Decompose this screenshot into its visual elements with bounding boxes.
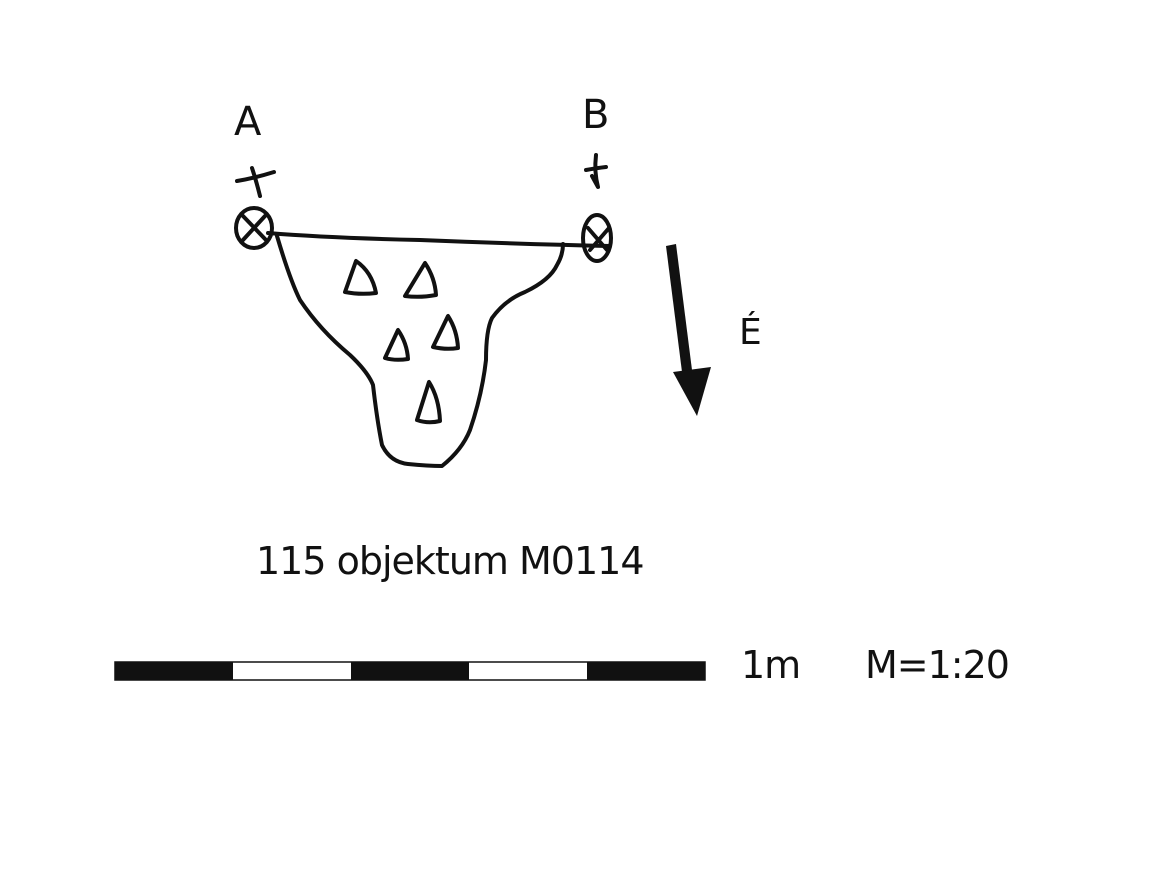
find-triangle-icon (403, 261, 438, 299)
point-circle-b (581, 213, 613, 263)
find-triangle-icon (415, 380, 442, 425)
point-circle-a (234, 206, 274, 250)
finds-markers (343, 259, 460, 425)
cross-marker-b-icon (584, 153, 608, 189)
scale-segment-dark (115, 662, 233, 680)
survey-point-b (581, 153, 613, 263)
drawing-title: 115 objektum M0114 (256, 539, 644, 583)
find-triangle-icon (383, 328, 410, 362)
find-triangle-icon (343, 259, 378, 296)
point-b-label: B (582, 92, 610, 138)
cross-marker-a-icon (235, 166, 276, 198)
scale-segment-dark (351, 662, 469, 680)
x-mark-a-icon (241, 214, 268, 242)
feature-outline (275, 234, 565, 468)
find-triangle-icon (431, 314, 460, 351)
point-a-label: A (234, 99, 262, 145)
scale-ratio-label: M=1:20 (865, 643, 1010, 687)
scale-length-label: 1m (741, 643, 801, 687)
scale-bar (114, 661, 706, 681)
north-label: É (739, 312, 762, 353)
scale-segment-dark (587, 662, 705, 680)
survey-point-a (234, 166, 276, 250)
section-line-ab (266, 231, 612, 248)
north-arrow-icon (666, 244, 711, 416)
